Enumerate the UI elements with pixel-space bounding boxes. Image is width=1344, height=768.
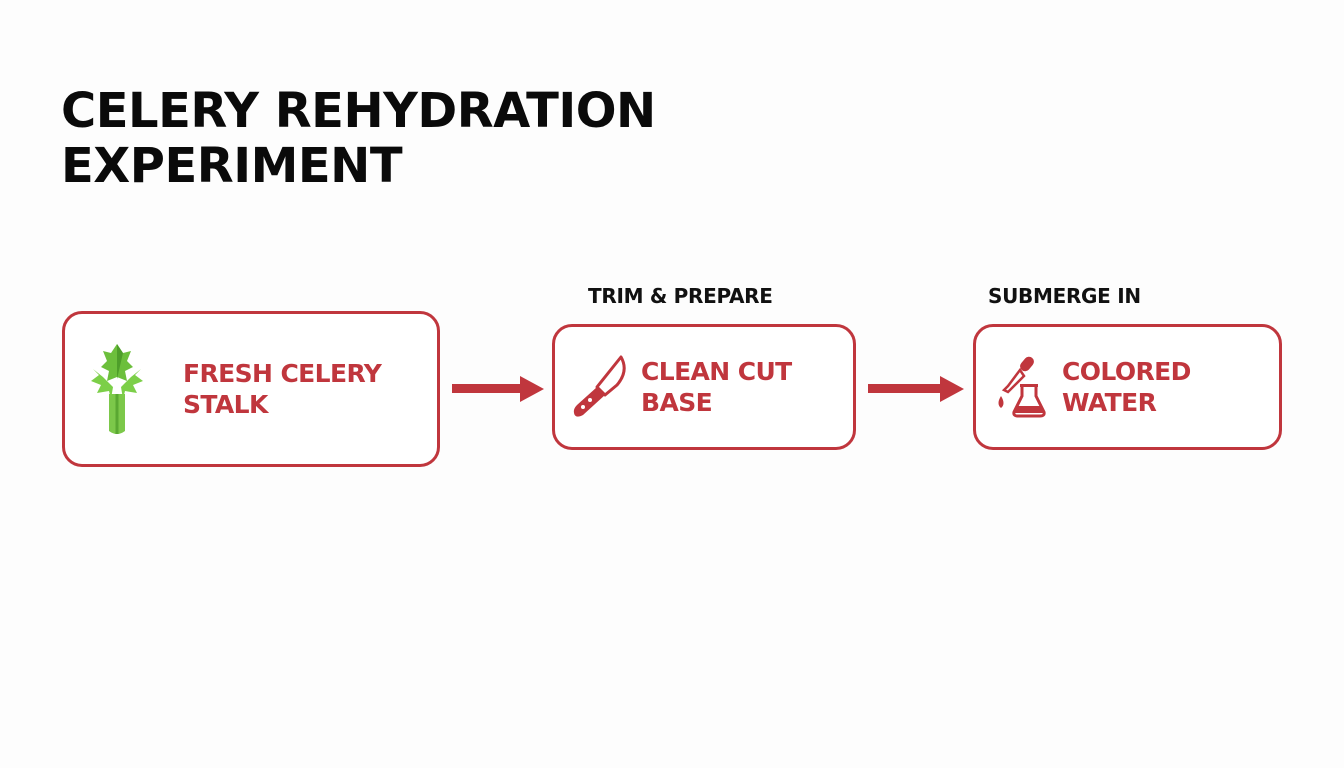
arrow-right-icon bbox=[452, 376, 544, 402]
arrow-right-icon bbox=[868, 376, 964, 402]
title-line-1: CELERY REHYDRATION bbox=[61, 83, 656, 139]
step-2-text: CLEAN CUT BASE bbox=[641, 357, 792, 417]
diagram-title: CELERY REHYDRATION EXPERIMENT bbox=[61, 84, 656, 194]
step-box-fresh-celery: FRESH CELERY STALK bbox=[62, 311, 440, 467]
step-2-label: TRIM & PREPARE bbox=[588, 284, 773, 308]
step-box-clean-cut: CLEAN CUT BASE bbox=[552, 324, 856, 450]
title-line-2: EXPERIMENT bbox=[61, 138, 403, 194]
step-3-text: COLORED WATER bbox=[1062, 357, 1191, 417]
step-1-text-line-1: FRESH CELERY bbox=[183, 359, 382, 388]
step-3-label: SUBMERGE IN bbox=[988, 284, 1141, 308]
dropper-flask-icon bbox=[994, 354, 1048, 420]
celery-icon bbox=[89, 339, 145, 439]
step-1-text: FRESH CELERY STALK bbox=[183, 358, 382, 420]
step-box-colored-water: COLORED WATER bbox=[973, 324, 1282, 450]
step-1-text-line-2: STALK bbox=[183, 390, 268, 419]
knife-icon bbox=[571, 355, 629, 419]
